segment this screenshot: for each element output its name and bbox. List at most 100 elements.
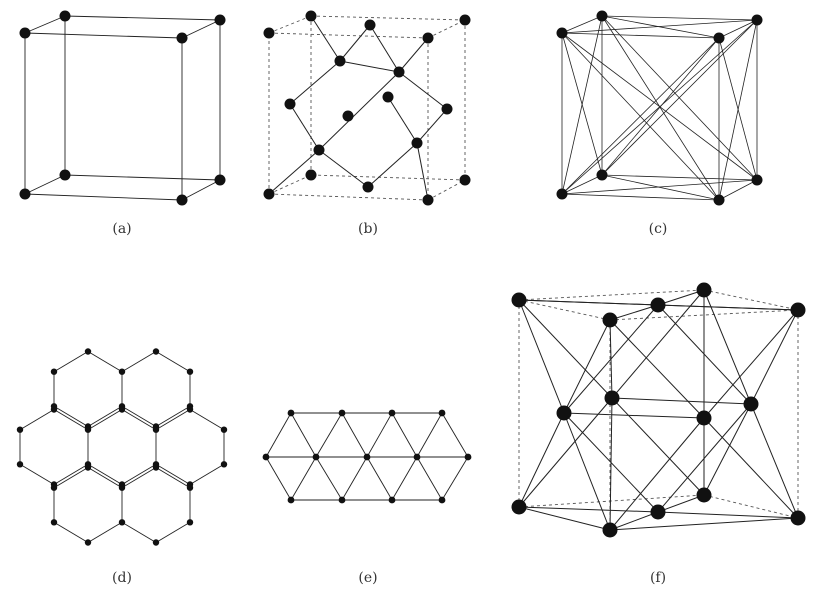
hex-edge	[19, 409, 55, 431]
bond-edge	[657, 403, 752, 513]
atom-node	[511, 499, 527, 515]
bond-edge	[416, 142, 429, 201]
bond-edge	[611, 397, 705, 496]
lattice-vertex	[388, 496, 396, 504]
hex-edge	[155, 409, 191, 431]
atom-node	[602, 522, 618, 538]
corner-atom	[751, 14, 763, 26]
lattice-vertex	[186, 368, 194, 375]
atom-node	[696, 487, 712, 503]
atom-node	[604, 390, 620, 406]
cell-edge	[518, 494, 705, 508]
atom-node	[790, 510, 806, 526]
cell-edge	[427, 179, 466, 201]
atom-node	[411, 137, 423, 149]
atom-node	[263, 27, 275, 39]
atom-node	[790, 302, 806, 318]
hex-edge	[121, 409, 157, 431]
hex-edge	[19, 463, 55, 485]
lattice-vertex	[118, 368, 126, 375]
panel-c-cubic-diagonals	[556, 10, 763, 206]
bond-edge	[750, 403, 799, 519]
atom-node	[441, 103, 453, 115]
bond-edge	[563, 412, 611, 531]
lattice-vertex	[118, 406, 126, 413]
cube-edge	[561, 15, 603, 34]
caption-d: (d)	[112, 570, 132, 586]
lattice-vertex	[84, 348, 92, 355]
atom-node	[305, 169, 317, 181]
lattice-vertex	[16, 426, 24, 433]
corner-atom	[596, 169, 608, 181]
lattice-vertex	[152, 464, 160, 471]
bond-edge	[563, 412, 705, 419]
bond-edge	[703, 289, 752, 405]
cube-edge	[561, 32, 720, 39]
lattice-vertex	[50, 519, 58, 526]
lattice-vertex	[118, 519, 126, 526]
lattice-vertex	[84, 426, 92, 433]
cube-edge	[64, 174, 221, 181]
lattice-vertex	[118, 484, 126, 491]
bond-edge	[518, 299, 659, 306]
lattice-vertex	[438, 496, 446, 504]
lattice-edge	[416, 412, 443, 458]
lattice-vertex	[50, 406, 58, 413]
bond-edge	[398, 37, 429, 73]
atom-node	[284, 98, 296, 110]
hex-edge	[87, 467, 123, 489]
cell-edge	[310, 174, 466, 181]
hex-edge	[155, 405, 191, 427]
bond-edge	[563, 304, 659, 414]
caption-b: (b)	[358, 221, 378, 237]
lattice-vertex	[413, 453, 421, 461]
corner-atom	[19, 27, 31, 39]
hex-edge	[53, 405, 89, 427]
caption-f: (f)	[649, 570, 667, 586]
cell-edge	[609, 309, 799, 321]
bond-edge	[609, 511, 659, 531]
hex-edge	[87, 409, 123, 431]
corner-atom	[176, 194, 188, 206]
bond-edge	[339, 60, 400, 73]
bond-edge	[289, 60, 341, 105]
lattice-edge	[265, 456, 292, 501]
cell-edge	[310, 15, 466, 21]
hex-edge	[87, 351, 123, 373]
lattice-vertex	[186, 484, 194, 491]
bond-edge	[518, 506, 611, 531]
hex-edge	[121, 463, 157, 485]
bond-edge	[367, 142, 418, 188]
cell-edge	[427, 19, 466, 39]
corner-atom	[59, 169, 71, 181]
hex-edge	[155, 463, 191, 485]
corner-atom	[751, 174, 763, 186]
cube-edge	[601, 19, 758, 176]
cell-edge	[703, 494, 799, 519]
lattice-edge	[341, 456, 368, 501]
atom-node	[696, 282, 712, 298]
cube-edge	[561, 37, 720, 195]
hex-edge	[121, 467, 157, 489]
atom-node	[362, 181, 374, 193]
bond-edge	[416, 108, 448, 144]
lattice-vertex	[388, 409, 396, 417]
lattice-vertex	[363, 453, 371, 461]
cube-edge	[24, 15, 66, 34]
lattice-vertex	[152, 539, 160, 546]
bond-edge	[609, 319, 705, 419]
bond-edge	[609, 417, 705, 531]
cube-edge	[718, 19, 758, 39]
atom-node	[422, 194, 434, 206]
lattice-edge	[341, 412, 368, 458]
corner-atom	[713, 194, 725, 206]
lattice-vertex	[338, 409, 346, 417]
lattice-vertex	[186, 406, 194, 413]
cube-edge	[24, 174, 66, 195]
lattice-edge	[391, 456, 418, 501]
lattice-vertex	[84, 464, 92, 471]
bond-edge	[518, 397, 613, 508]
lattice-vertex	[338, 496, 346, 504]
hex-edge	[189, 463, 225, 485]
cube-edge	[601, 15, 720, 201]
